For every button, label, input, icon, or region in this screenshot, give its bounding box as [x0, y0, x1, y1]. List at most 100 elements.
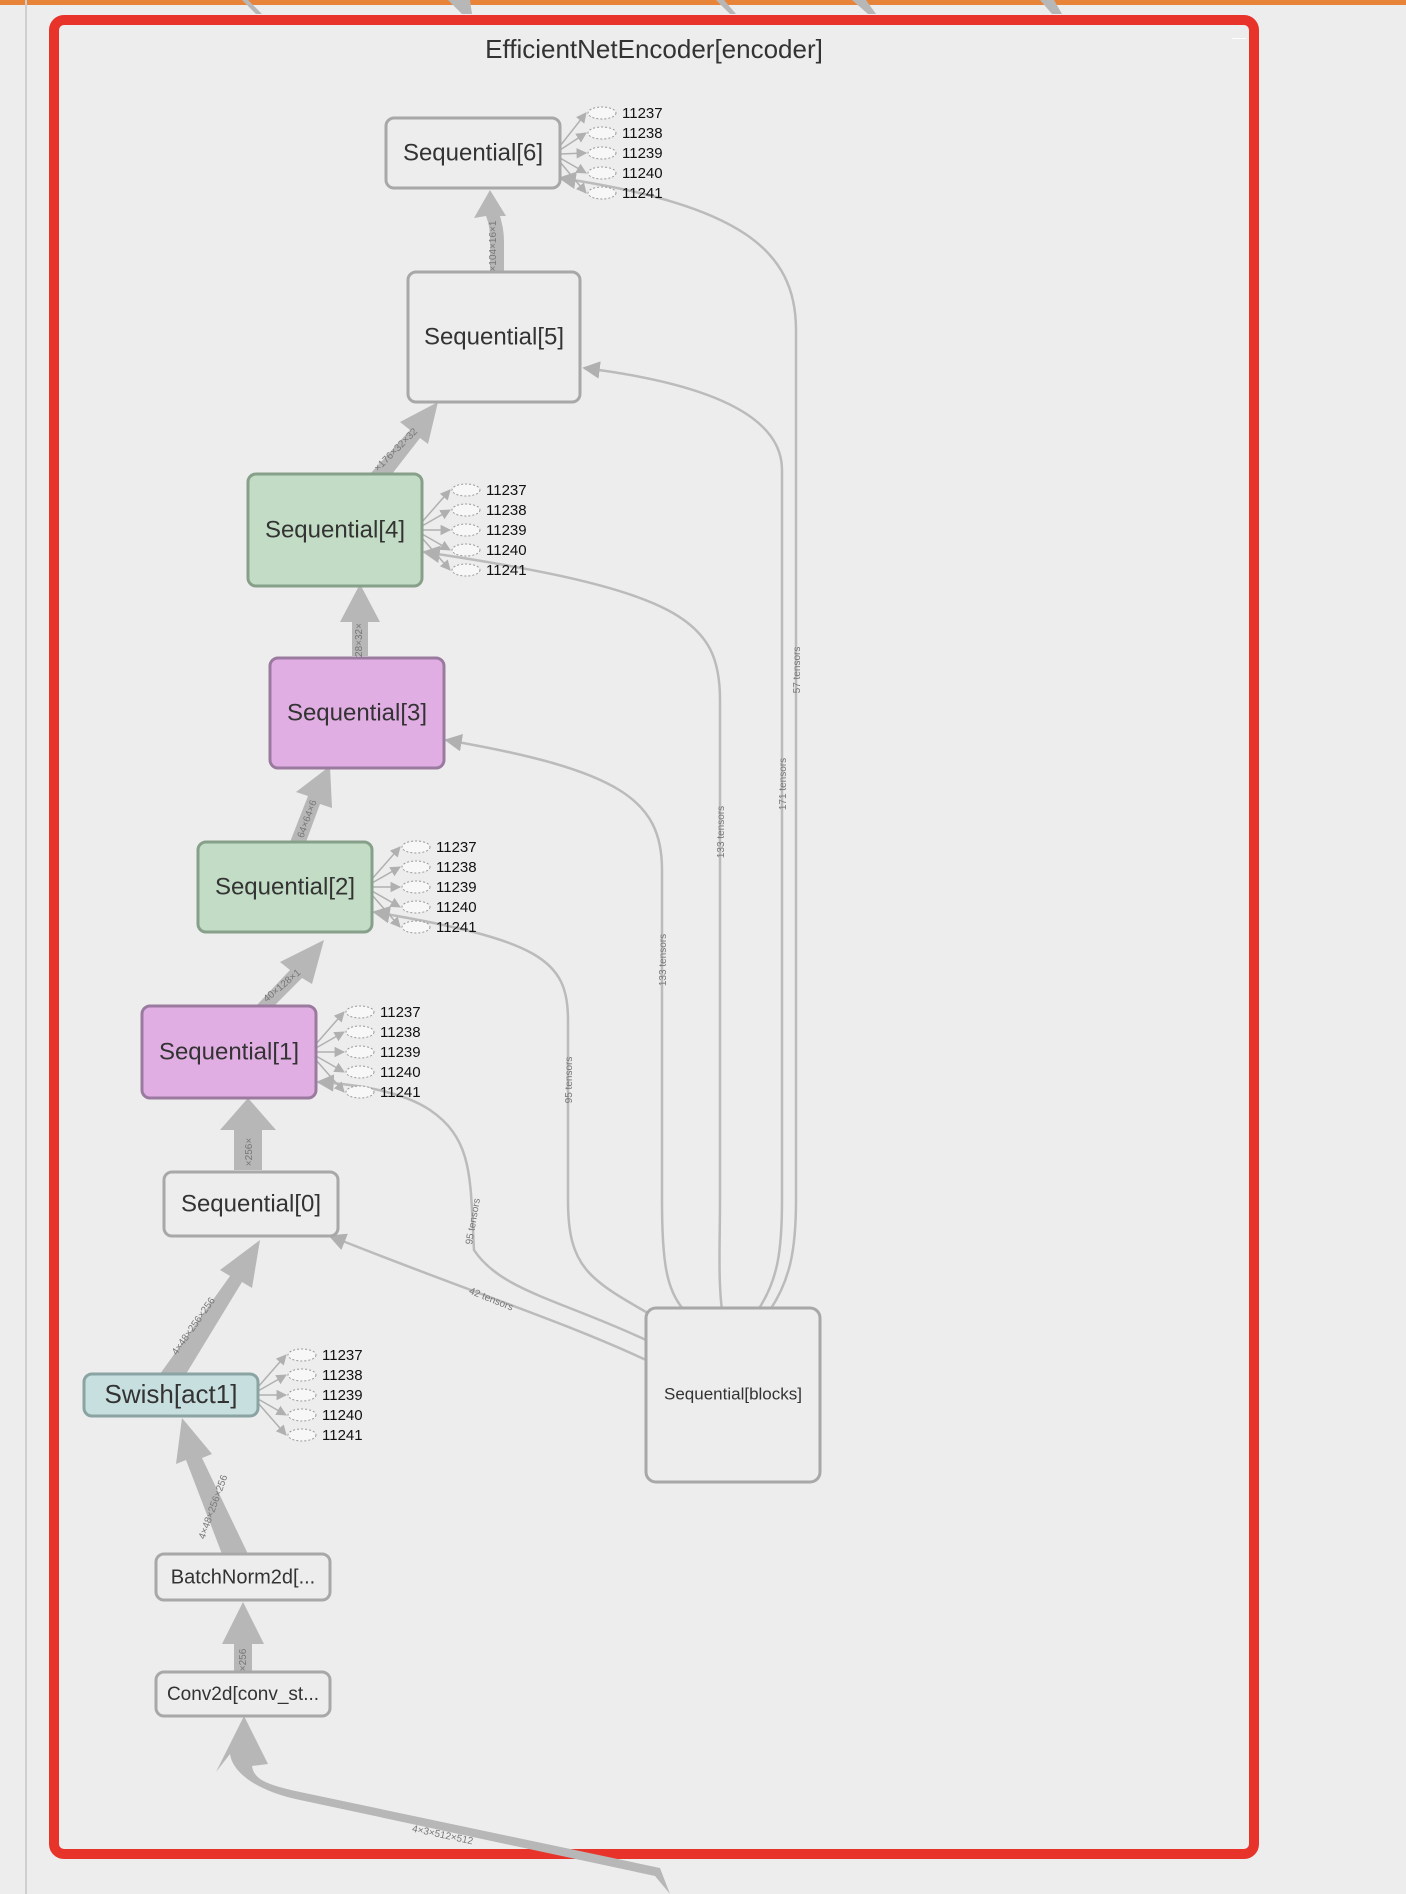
aux-label: 11237	[622, 105, 663, 122]
node-label-blocks: Sequential[blocks]	[664, 1384, 802, 1403]
aux-node[interactable]	[451, 483, 481, 497]
aux-node[interactable]	[345, 1005, 375, 1019]
aux-node[interactable]	[451, 563, 481, 577]
edge-label-blocks-seq4: 133 tensors	[716, 806, 727, 858]
node-label-seq2: Sequential[2]	[215, 873, 355, 900]
aux-label: 11239	[380, 1044, 421, 1061]
aux-node[interactable]	[401, 860, 431, 874]
aux-edge	[257, 1402, 287, 1436]
node-sequential-3[interactable]: Sequential[3]	[268, 656, 446, 770]
blocks-edges	[316, 171, 798, 1362]
edge-label-seq0-seq1: ×256×	[244, 1138, 255, 1167]
aux-edge	[559, 148, 588, 159]
aux-node[interactable]	[401, 880, 431, 894]
aux-edge	[257, 1354, 287, 1388]
aux-label: 11238	[380, 1024, 421, 1041]
node-sequential-6[interactable]: Sequential[6]	[384, 116, 562, 190]
collapse-icon[interactable]: —	[1232, 29, 1246, 45]
aux-label: 11238	[436, 859, 477, 876]
aux-node[interactable]	[345, 1065, 375, 1079]
aux-edge	[421, 489, 451, 523]
aux-node[interactable]	[401, 920, 431, 934]
edge-label-conv-bn: ×256	[238, 1648, 249, 1671]
node-sequential-4[interactable]: Sequential[4]	[246, 472, 424, 588]
node-label-seq1: Sequential[1]	[159, 1038, 299, 1065]
node-label-bn: BatchNorm2d[...	[171, 1566, 316, 1588]
aux-label: 11237	[486, 482, 527, 499]
node-sequential-blocks[interactable]: Sequential[blocks]	[644, 1306, 822, 1484]
aux-label: 11241	[322, 1427, 363, 1444]
aux-edge	[559, 157, 587, 174]
aux-label: 11240	[486, 542, 527, 559]
aux-label: 11241	[436, 919, 477, 936]
top-toolbar-strip	[0, 0, 1406, 5]
aux-node[interactable]	[587, 166, 617, 180]
aux-edge	[559, 112, 587, 147]
node-batchnorm2d[interactable]: BatchNorm2d[...	[154, 1552, 332, 1602]
aux-edge	[315, 1011, 345, 1045]
aux-label: 11240	[380, 1064, 421, 1081]
aux-node[interactable]	[345, 1045, 375, 1059]
node-label-seq4: Sequential[4]	[265, 516, 405, 543]
aux-edge	[421, 537, 451, 571]
node-label-seq3: Sequential[3]	[287, 699, 427, 726]
aux-label: 11241	[486, 562, 527, 579]
aux-label: 11239	[486, 522, 527, 539]
aux-label: 11239	[322, 1387, 363, 1404]
aux-label: 11238	[622, 125, 663, 142]
aux-node[interactable]	[451, 543, 481, 557]
node-sequential-0[interactable]: Sequential[0]	[162, 1170, 340, 1238]
edge-label-seq3-seq4: 28×32×	[354, 623, 365, 657]
aux-label: 11239	[436, 879, 477, 896]
aux-node[interactable]	[451, 503, 481, 517]
edge-label-blocks-seq2: 95 tensors	[564, 1057, 575, 1104]
node-sequential-2[interactable]: Sequential[2]	[196, 840, 374, 934]
node-label-act1: Swish[act1]	[105, 1379, 238, 1409]
aux-label: 11237	[322, 1347, 363, 1364]
aux-node[interactable]	[401, 840, 431, 854]
aux-node[interactable]	[287, 1428, 317, 1442]
edge-label-seq5-seq6: ×104×16×1	[488, 220, 499, 271]
node-label-conv: Conv2d[conv_st...	[167, 1684, 319, 1705]
aux-edge	[371, 890, 401, 908]
aux-node[interactable]	[287, 1388, 317, 1402]
aux-output-groups: 11237 11238 11239 11240 11241 11237 11238 11239…	[257, 105, 663, 1444]
aux-node[interactable]	[345, 1085, 375, 1099]
aux-label: 11240	[436, 899, 477, 916]
aux-node[interactable]	[287, 1408, 317, 1422]
aux-edge	[315, 1055, 345, 1073]
aux-node[interactable]	[345, 1025, 375, 1039]
aux-node[interactable]	[451, 523, 481, 537]
node-sequential-5[interactable]: Sequential[5]	[406, 270, 582, 404]
aux-label: 11237	[436, 839, 477, 856]
main-flow-edges	[160, 190, 670, 1894]
aux-node[interactable]	[401, 900, 431, 914]
node-conv2d[interactable]: Conv2d[conv_st...	[154, 1670, 332, 1718]
aux-node[interactable]	[587, 146, 617, 160]
aux-node[interactable]	[587, 106, 617, 120]
node-sequential-1[interactable]: Sequential[1]	[140, 1004, 318, 1100]
outer-edges-top	[242, 0, 1062, 14]
node-swish-act1[interactable]: Swish[act1]	[82, 1372, 260, 1418]
aux-edge	[421, 533, 451, 551]
aux-edge	[371, 846, 401, 880]
aux-node[interactable]	[587, 126, 617, 140]
aux-edge	[559, 161, 587, 194]
aux-node[interactable]	[287, 1368, 317, 1382]
aux-edge	[257, 1398, 287, 1416]
aux-node[interactable]	[587, 186, 617, 200]
aux-label: 11239	[622, 145, 663, 162]
encoder-title: EfficientNetEncoder[encoder]	[485, 34, 823, 64]
aux-label: 11238	[486, 502, 527, 519]
aux-node[interactable]	[287, 1348, 317, 1362]
aux-label: 11240	[622, 165, 663, 182]
aux-edge	[371, 894, 401, 928]
aux-label: 11237	[380, 1004, 421, 1021]
aux-group-seq2: 11237 11238 11239 11240 11241	[371, 839, 477, 936]
edge-label-blocks-seq5: 171 tensors	[778, 758, 789, 810]
